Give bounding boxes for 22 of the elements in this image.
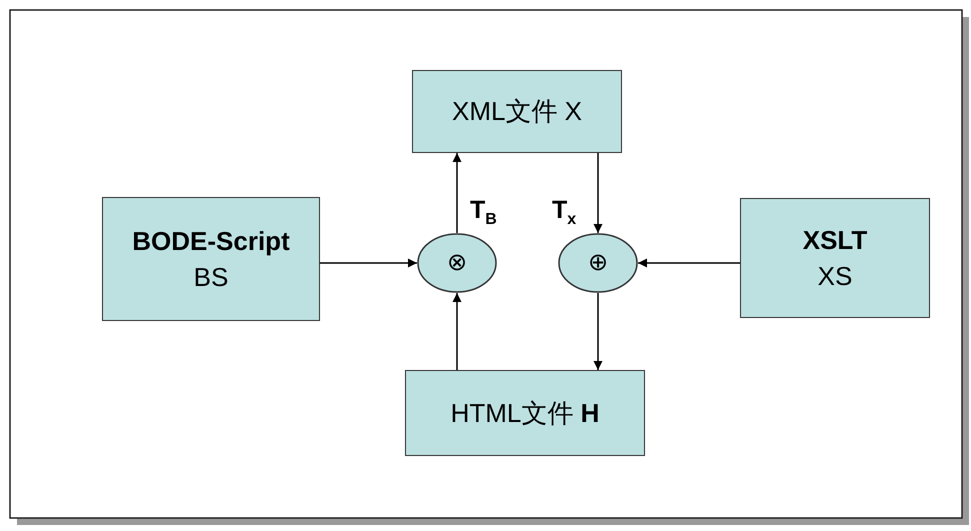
node-label: BS: [194, 261, 228, 294]
arrow: [638, 258, 740, 268]
process-box: [740, 198, 930, 318]
node-label: XML文件 X: [452, 95, 582, 128]
arrow: [452, 153, 462, 233]
node-label: XSLT: [802, 224, 868, 257]
node-label: XS: [818, 260, 852, 293]
arrow: [452, 293, 462, 370]
operator-symbol: ⊗: [447, 248, 467, 278]
node-label: HTML文件 H: [450, 396, 600, 430]
operator-label: T$_{B}$: [470, 196, 497, 229]
operator-ellipse: [417, 233, 497, 293]
arrow: [320, 258, 417, 268]
process-box: [412, 70, 622, 153]
operator-symbol: ⊕: [588, 248, 608, 278]
node-label: BODE-Script: [132, 224, 290, 258]
operator-ellipse: [558, 233, 638, 293]
arrow: [594, 293, 602, 370]
arrow: [594, 153, 602, 233]
operator-label: T$_{x}$: [552, 196, 576, 229]
process-box: [102, 197, 320, 321]
process-box: [405, 370, 645, 456]
